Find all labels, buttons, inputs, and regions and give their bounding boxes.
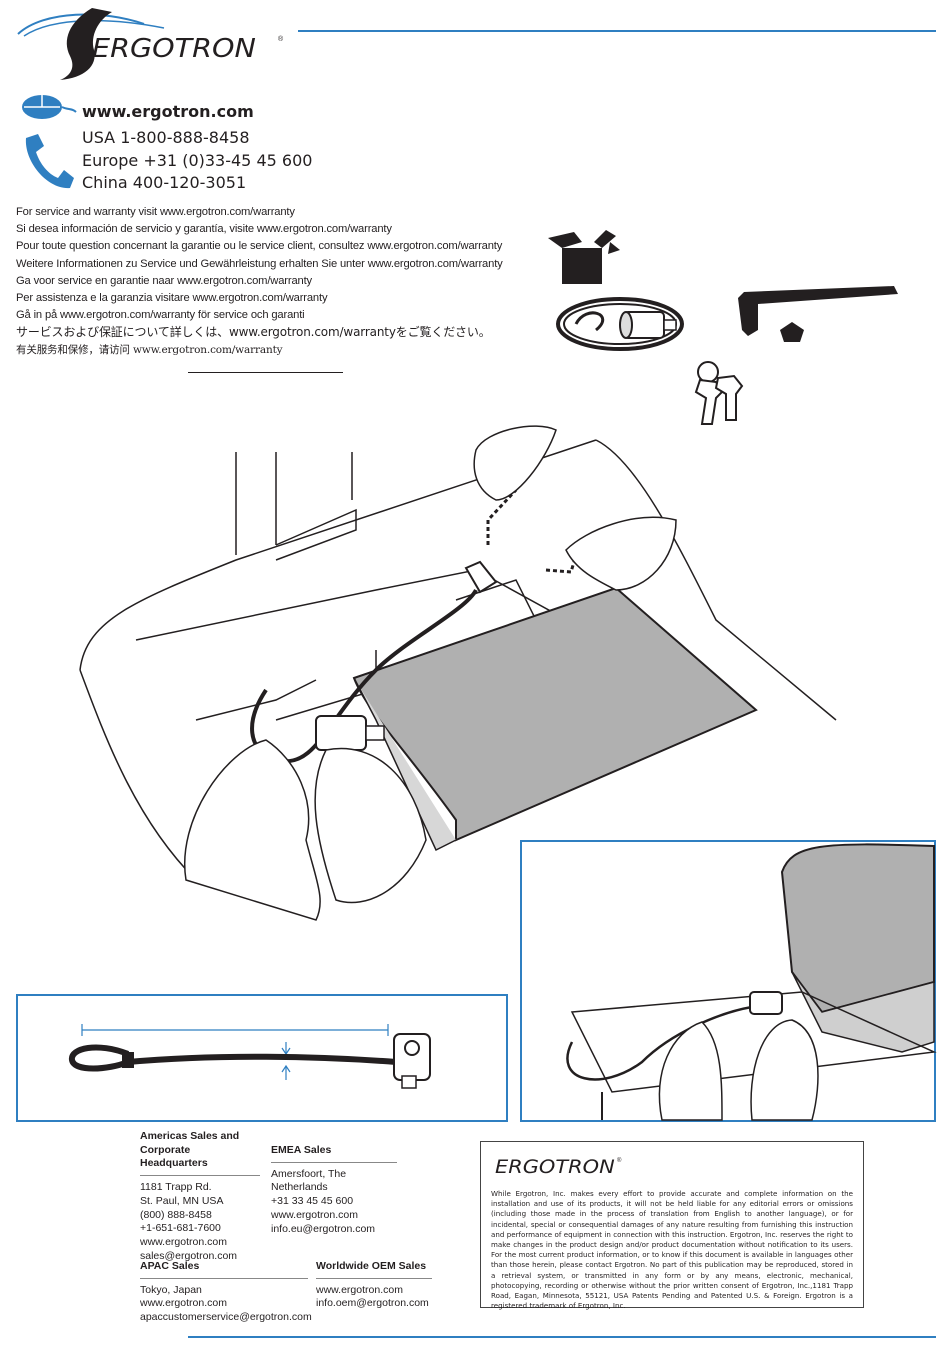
laptop-lock-inset	[520, 840, 937, 1122]
americas-line: www.ergotron.com	[140, 1235, 227, 1248]
hex-key-icon	[738, 286, 898, 342]
oem-sales: Worldwide OEM Sales www.ergotron.com inf…	[316, 1260, 432, 1311]
legal-logo: ERGOTRON	[495, 1156, 615, 1178]
apac-line: apaccustomerservice@ergotron.com	[140, 1311, 312, 1324]
apac-line: Tokyo, Japan	[140, 1283, 202, 1296]
phone-china: China 400-120-3051	[82, 173, 247, 192]
americas-line: sales@ergotron.com	[140, 1249, 238, 1262]
warranty-line-ja: サービスおよび保証について詳しくは、www.ergotron.com/warra…	[16, 325, 491, 340]
legal-text: While Ergotron, Inc. makes every effort …	[491, 1189, 853, 1311]
emea-line: +31 33 45 45 600	[271, 1195, 354, 1208]
americas-line: St. Paul, MN USA	[140, 1194, 224, 1207]
warranty-line-it: Per assistenza e la garanzia visitare ww…	[16, 292, 328, 305]
mouse-icon	[22, 95, 77, 119]
emea-heading: EMEA Sales	[271, 1144, 332, 1156]
emea-sales: EMEA Sales Amersfoort, The Netherlands +…	[271, 1144, 397, 1236]
warranty-line-sv: Gå in på www.ergotron.com/warranty för s…	[16, 309, 305, 322]
americas-line: 1181 Trapp Rd.	[140, 1181, 212, 1194]
cart-installation-illustration	[79, 425, 837, 921]
logo-face-swoosh-icon	[17, 8, 165, 80]
box-contents-icon	[548, 230, 620, 284]
oem-line: www.ergotron.com	[316, 1283, 403, 1296]
warranty-list: For service and warranty visit www.ergot…	[16, 204, 536, 359]
logo-wordmark: ERGOTRON	[92, 34, 256, 64]
americas-heading-1: Americas Sales and	[140, 1130, 240, 1142]
registered-mark: ®	[617, 1158, 622, 1164]
warranty-underline	[188, 372, 343, 373]
keys-icon	[694, 361, 744, 425]
legal-disclaimer-box: ERGOTRON ® While Ergotron, Inc. makes ev…	[480, 1141, 864, 1311]
footer-rule	[188, 1336, 936, 1338]
warranty-line-de: Weitere Informationen zu Service und Gew…	[16, 257, 503, 270]
telephone-handset-icon	[25, 134, 74, 189]
emea-line: Amersfoort, The Netherlands	[271, 1167, 347, 1194]
apac-heading: APAC Sales	[140, 1260, 200, 1272]
warranty-line-en: For service and warranty visit www.ergot…	[16, 206, 295, 218]
registered-mark: ®	[278, 36, 284, 43]
warranty-line-fr: Pour toute question concernant la garant…	[16, 240, 503, 253]
warranty-line-zh: 有关服务和保修，请访问 www.ergotron.com/warranty	[16, 343, 283, 356]
warranty-line-es: Si desea información de servicio y garan…	[16, 223, 392, 236]
phone-list: USA 1-800-888-8458 Europe +31 (0)33-45 4…	[82, 127, 312, 195]
cable-lock-icon	[556, 297, 684, 351]
laptop-lock-illustration	[566, 843, 937, 1121]
cable-dimension-box	[16, 994, 508, 1122]
americas-line: +1-651-681-7600	[140, 1222, 221, 1235]
warranty-line-nl: Ga voor service en garantie naar www.erg…	[16, 274, 312, 287]
website-link[interactable]: www.ergotron.com	[82, 102, 254, 121]
cable-dimension-diagram	[69, 1024, 431, 1089]
americas-line: (800) 888-8458	[140, 1208, 212, 1221]
phone-europe: Europe +31 (0)33-45 45 600	[82, 150, 313, 170]
americas-heading-2: Corporate Headquarters	[140, 1143, 208, 1170]
oem-line: info.oem@ergotron.com	[316, 1297, 429, 1310]
ergotron-logo: ERGOTRON ®	[14, 6, 304, 80]
apac-sales: APAC Sales Tokyo, Japan www.ergotron.com…	[140, 1260, 312, 1325]
phone-usa: USA 1-800-888-8458	[82, 128, 250, 147]
apac-line: www.ergotron.com	[140, 1297, 227, 1310]
header-rule	[298, 30, 936, 32]
oem-heading: Worldwide OEM Sales	[316, 1260, 427, 1272]
emea-line: www.ergotron.com	[271, 1208, 358, 1221]
emea-line: info.eu@ergotron.com	[271, 1222, 376, 1235]
americas-sales: Americas Sales and Corporate Headquarter…	[140, 1130, 260, 1263]
